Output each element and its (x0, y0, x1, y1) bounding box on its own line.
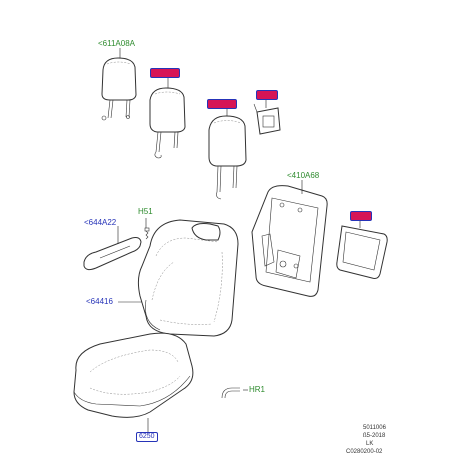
headrest-bracket (253, 103, 281, 135)
seatback-panel (336, 225, 388, 279)
callout-frame[interactable]: <410A68 (287, 171, 320, 180)
callout-headrest-3[interactable]: 611A08 (207, 99, 237, 109)
ref-line-1: 5011006 (363, 425, 386, 431)
headrest-1 (101, 57, 137, 121)
side-trim (83, 237, 142, 271)
ref-line-3: LK (366, 441, 374, 447)
leader-lines (117, 48, 361, 432)
seat-backrest (137, 219, 239, 337)
callout-backrest[interactable]: <64416 (86, 297, 113, 306)
headrest-2 (149, 87, 186, 159)
callout-side-trim[interactable]: <644A22 (84, 218, 117, 227)
callout-cushion[interactable]: 6250 (136, 432, 158, 442)
callout-headrest-2[interactable]: 611A08 (150, 68, 180, 78)
headrest-3 (208, 115, 247, 200)
callout-bracket[interactable]: 6A78 (256, 90, 279, 100)
callout-screw[interactable]: H51 (138, 207, 153, 216)
screw-h51 (144, 227, 150, 240)
seatback-frame (251, 185, 328, 297)
clip-hr1 (221, 387, 240, 399)
seat-cushion (73, 332, 194, 418)
callout-clip[interactable]: HR1 (249, 385, 266, 394)
ref-line-2: ß5-2018 (363, 433, 386, 439)
ref-line-4: C0280200-02 (346, 449, 383, 455)
callout-headrest-1[interactable]: <611A08A (98, 39, 135, 48)
callout-back-panel[interactable]: 6A80 (350, 211, 373, 221)
